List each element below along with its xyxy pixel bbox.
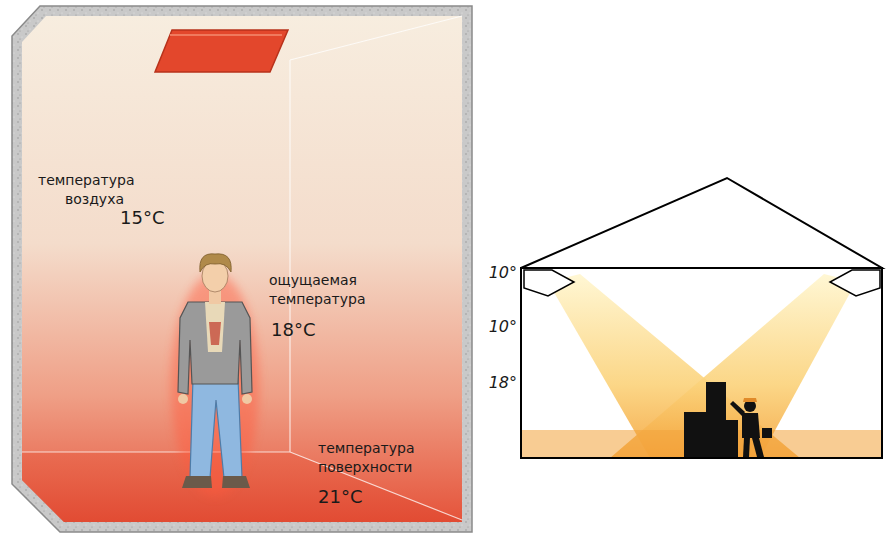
house	[521, 178, 882, 458]
room-interior	[22, 16, 462, 522]
wall-heater	[830, 270, 880, 296]
temperature-label: поверхности	[318, 459, 412, 475]
temperature-label: воздуха	[65, 191, 124, 207]
temperature-label: 21°C	[318, 487, 362, 508]
temperature-label: температура	[38, 172, 134, 188]
person-figure	[171, 254, 259, 497]
temperature-label: 18°C	[271, 320, 315, 341]
wall-heater	[524, 270, 574, 296]
worker-figure	[730, 398, 772, 457]
temperature-label: 15°C	[120, 208, 164, 229]
ceiling-heater	[155, 30, 288, 72]
temperature-mark: 10°	[489, 264, 517, 282]
temperature-label: ощущаемая	[269, 272, 357, 288]
concrete-wall	[12, 6, 472, 532]
temperature-mark: 10°	[489, 318, 517, 336]
room-edges	[22, 16, 462, 520]
temperature-label: температура	[269, 291, 365, 307]
boxes	[684, 412, 706, 457]
temperature-mark: 18°	[489, 374, 517, 392]
temperature-label: температура	[318, 440, 414, 456]
